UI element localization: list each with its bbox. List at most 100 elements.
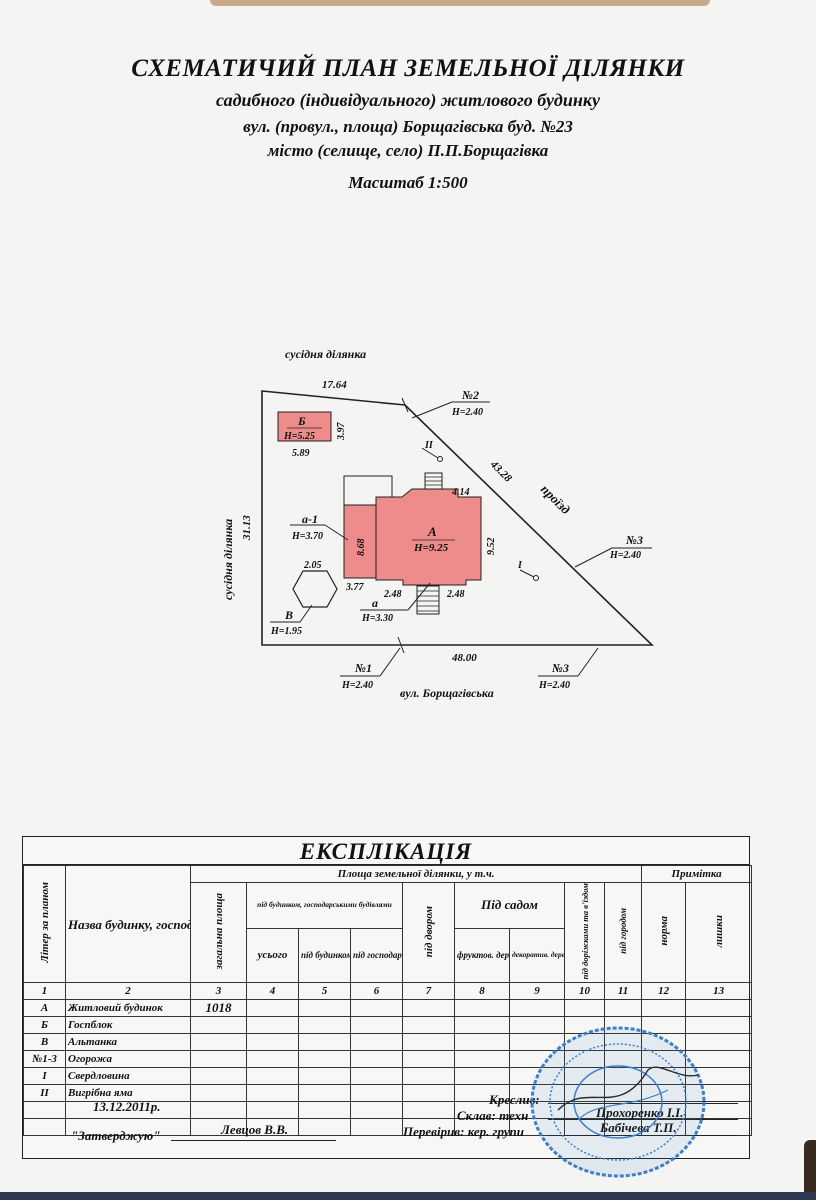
row-name: Госпблок <box>65 1016 191 1035</box>
col-decor: декоратив. деревами <box>509 927 565 984</box>
street-line: вул. (провул., площа) Борщагівська буд. … <box>243 117 573 136</box>
fence-3b-label: №3 <box>551 661 569 675</box>
porch-steps-top <box>424 472 443 491</box>
label-road: проїзд <box>538 482 574 518</box>
col-num: 9 <box>509 982 565 1001</box>
approver-name: Левцов В.В. <box>221 1122 289 1137</box>
well-i-label: I <box>517 560 523 571</box>
approve-label: "Затверджую" <box>71 1128 161 1143</box>
dim-left: 31.13 <box>241 515 253 541</box>
label-street: вул. Борщагівська <box>400 686 494 700</box>
col-roads: під доріжками та в'їздом <box>564 881 605 984</box>
fence-leader-1 <box>379 647 401 677</box>
drew-underline <box>548 1103 738 1104</box>
page-edge-shadow <box>804 1140 816 1200</box>
row-liter: Б <box>23 1016 66 1035</box>
drew-label: Креслив: <box>489 1092 540 1107</box>
col-num: 1 <box>23 982 66 1001</box>
dim-top: 17.64 <box>322 379 347 391</box>
document-title: СХЕМАТИЧИЙ ПЛАН ЗЕМЕЛЬНОЇ ДІЛЯНКИ <box>131 55 685 82</box>
well-i-leader <box>519 569 535 578</box>
well-ii-label: II <box>424 440 434 451</box>
col-vegetable: під городом <box>603 881 643 984</box>
dim-377: 3.77 <box>345 582 365 593</box>
row-total <box>190 1033 247 1052</box>
row-name: Житловий будинок <box>65 999 191 1018</box>
well-ii-leader <box>421 447 439 459</box>
row-name: Огорожа <box>65 1050 191 1069</box>
a-height: H=3.30 <box>361 613 393 624</box>
fence-mark-2 <box>401 397 409 413</box>
col-all: усього <box>246 927 299 984</box>
col-under-outbuild: під господар. будівл. <box>350 927 403 984</box>
checked-underline <box>548 1135 738 1136</box>
col-num: 11 <box>603 982 643 1001</box>
table-row: А Житловий будинок 1018 <box>23 999 753 1018</box>
row-total <box>190 1050 247 1069</box>
a1-label: а-1 <box>302 512 318 526</box>
col-num: 2 <box>65 982 191 1001</box>
dim-952: 9.52 <box>486 538 497 556</box>
scale-label: Масштаб 1:500 <box>348 173 468 192</box>
row-total: 1018 <box>190 999 247 1018</box>
dim-397: 3.97 <box>336 422 347 442</box>
fence-3a-label: №3 <box>625 533 643 547</box>
col-under-buildings: під будинком, господарськими будівлями <box>246 882 403 929</box>
row-name: Свердловина <box>65 1067 191 1086</box>
col-liter: Літер за планом <box>23 864 66 984</box>
col-under-house: під будинком <box>298 927 351 984</box>
col-name: Назва будинку, господарських будівель та… <box>65 864 191 984</box>
gazebo-v <box>292 570 338 608</box>
row-liter: В <box>23 1033 66 1052</box>
col-garden: Під садом <box>454 882 565 929</box>
fence-leader-2 <box>411 401 453 419</box>
well-i-marker <box>533 575 539 581</box>
date-label: 13.12.2011р. <box>93 1099 161 1114</box>
col-num: 12 <box>641 982 687 1001</box>
label-top-neighbor: сусідня ділянка <box>285 347 366 361</box>
building-a-letter: А <box>427 524 437 539</box>
v-leader-b <box>299 604 313 623</box>
fence-leader-3b <box>577 647 599 677</box>
a1-height: H=3.70 <box>291 531 323 542</box>
explication-title: ЕКСПЛІКАЦІЯ <box>23 837 749 865</box>
dim-bottom: 48.00 <box>451 652 477 664</box>
official-stamp <box>530 1026 706 1178</box>
label-left-neighbor: сусідня ділянка <box>221 519 235 600</box>
row-name: Альтанка <box>65 1033 191 1052</box>
building-a <box>375 488 482 586</box>
fence-1-height: H=2.40 <box>341 680 373 691</box>
col-fruit: фруктов. деревами <box>454 927 510 984</box>
dim-248b: 2.48 <box>446 589 465 600</box>
city-line: місто (селище, село) П.П.Борщагівка <box>267 141 549 160</box>
dim-868: 8.68 <box>356 539 367 557</box>
building-b-letter: Б <box>297 414 306 428</box>
col-num: 7 <box>402 982 455 1001</box>
row-liter: А <box>23 999 66 1018</box>
approve-underline <box>171 1140 336 1141</box>
row-total <box>190 1084 247 1103</box>
a1-leader-b <box>324 524 349 541</box>
row-liter: І <box>23 1067 66 1086</box>
site-plan: сусідня ділянка 17.64 сусідня ділянка 31… <box>221 347 654 700</box>
col-norm: норма <box>641 881 687 984</box>
checked-name: Бабічева Т.П. <box>600 1120 677 1136</box>
col-surplus: лишки <box>685 881 753 984</box>
v-label: В <box>284 608 293 622</box>
col-total: загальна площа <box>190 881 247 984</box>
col-yard: під двором <box>402 881 455 984</box>
row-liter: ІІ <box>23 1084 66 1103</box>
col-note: Примітка <box>641 865 753 883</box>
row-total <box>190 1067 247 1086</box>
col-num: 4 <box>246 982 299 1001</box>
row-liter: №1-3 <box>23 1050 66 1069</box>
col-num: 8 <box>454 982 510 1001</box>
fence-leader-3a <box>574 547 613 568</box>
dim-205: 2.05 <box>303 560 322 571</box>
col-num: 6 <box>350 982 403 1001</box>
house-extension-outline <box>343 475 393 505</box>
composed-label: Склав: техн <box>457 1108 529 1123</box>
col-num: 5 <box>298 982 351 1001</box>
table-row: В Альтанка <box>23 1033 753 1052</box>
fence-mark-1 <box>397 636 405 654</box>
